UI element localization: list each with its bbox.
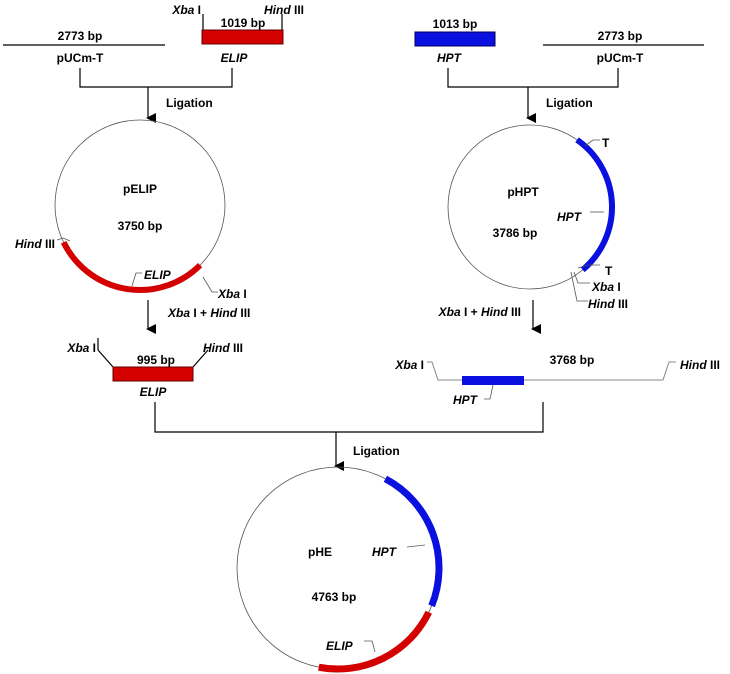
hind-site-label: Hind III bbox=[680, 358, 720, 372]
insert-size-label: 1013 bp bbox=[433, 17, 478, 31]
elip-gene-arc bbox=[60, 240, 203, 293]
xba-overhang bbox=[97, 349, 114, 368]
t-bottom-leader bbox=[577, 264, 600, 269]
ligation-label: Ligation bbox=[166, 96, 213, 110]
terminator-label-top: T bbox=[602, 136, 610, 150]
xba-leader bbox=[202, 276, 218, 293]
vector-name-label: pUCm-T bbox=[57, 51, 104, 65]
xba-site-label: Xba I bbox=[591, 280, 621, 294]
plasmid-name: pELIP bbox=[123, 182, 157, 196]
digest-label: Xba I + Hind III bbox=[438, 305, 521, 319]
fragment-size: 995 bp bbox=[137, 353, 175, 367]
ligation-label: Ligation bbox=[546, 96, 593, 110]
gene-label: ELIP bbox=[144, 268, 172, 282]
elip-fragment: Xba I Hind III 995 bp ELIP bbox=[66, 338, 243, 399]
join-bracket bbox=[79, 68, 233, 88]
hpt-gene-arc bbox=[383, 475, 443, 608]
hpt-leader bbox=[406, 544, 426, 548]
final-ligation: Ligation pHE 4763 bp HPT ELIP bbox=[154, 402, 544, 673]
hpt-gene-label: HPT bbox=[372, 545, 398, 559]
insert-size-label: 1019 bp bbox=[221, 16, 266, 30]
elip-gene-arc bbox=[318, 610, 432, 673]
pelip-plasmid: pELIP 3750 bp Hind III ELIP Xba I Xba I … bbox=[15, 119, 250, 334]
hind-site-label: Hind III bbox=[15, 237, 55, 251]
insert-name-label: ELIP bbox=[221, 51, 249, 65]
t-top-leader bbox=[584, 139, 600, 147]
fragment-size: 3768 bp bbox=[550, 353, 595, 367]
vector-size-label: 2773 bp bbox=[598, 29, 643, 43]
plasmid-size: 3750 bp bbox=[118, 219, 163, 233]
hpt-gene-arc bbox=[575, 137, 615, 273]
hpt-leader bbox=[484, 384, 494, 400]
hpt-fragment-box bbox=[462, 376, 524, 385]
hind-leader bbox=[56, 237, 71, 242]
elip-leader bbox=[364, 640, 376, 653]
hpt-insert-box bbox=[414, 31, 496, 47]
elip-insert-box bbox=[201, 29, 284, 45]
plasmid-name: pHE bbox=[308, 545, 332, 559]
hind-overhang bbox=[192, 349, 209, 368]
digest-label: Xba I + Hind III bbox=[167, 306, 250, 320]
xba-site-label: Xba I bbox=[171, 3, 201, 17]
join-bracket bbox=[154, 402, 544, 433]
hind-leader bbox=[570, 271, 588, 302]
xba-site-label: Xba I bbox=[394, 358, 424, 372]
phpt-plasmid: pHPT 3786 bp T HPT T Xba I Hind III Xba … bbox=[438, 124, 628, 334]
vector-size-label: 2773 bp bbox=[58, 29, 103, 43]
xba-site-label: Xba I bbox=[217, 287, 247, 301]
gene-label: HPT bbox=[557, 210, 583, 224]
xba-site-label: Xba I bbox=[66, 341, 96, 355]
ligation-label: Ligation bbox=[353, 444, 400, 458]
vector-backbone-line bbox=[427, 361, 676, 381]
hind-site-label: Hind III bbox=[203, 341, 243, 355]
hind-site-label: Hind III bbox=[588, 297, 628, 311]
join-bracket bbox=[447, 68, 619, 88]
top-left-ligation: 2773 bp pUCm-T Xba I Hind III 1019 bp EL… bbox=[3, 3, 304, 123]
vector-name-label: pUCm-T bbox=[597, 51, 644, 65]
xba-leader bbox=[573, 271, 590, 284]
hind-site-label: Hind III bbox=[264, 3, 304, 17]
plasmid-size: 4763 bp bbox=[312, 590, 357, 604]
elip-leader bbox=[131, 272, 142, 287]
terminator-label-bottom: T bbox=[605, 264, 613, 278]
plasmid-size: 3786 bp bbox=[493, 226, 538, 240]
top-right-ligation: 1013 bp HPT 2773 bp pUCm-T Ligation bbox=[414, 17, 704, 123]
fragment-name: HPT bbox=[453, 393, 479, 407]
plasmid-name: pHPT bbox=[507, 185, 539, 199]
elip-fragment-box bbox=[112, 366, 194, 382]
hpt-vector-fragment: Xba I Hind III 3768 bp HPT bbox=[394, 353, 720, 407]
insert-name-label: HPT bbox=[437, 51, 463, 65]
elip-gene-label: ELIP bbox=[326, 639, 354, 653]
fragment-name: ELIP bbox=[140, 385, 168, 399]
